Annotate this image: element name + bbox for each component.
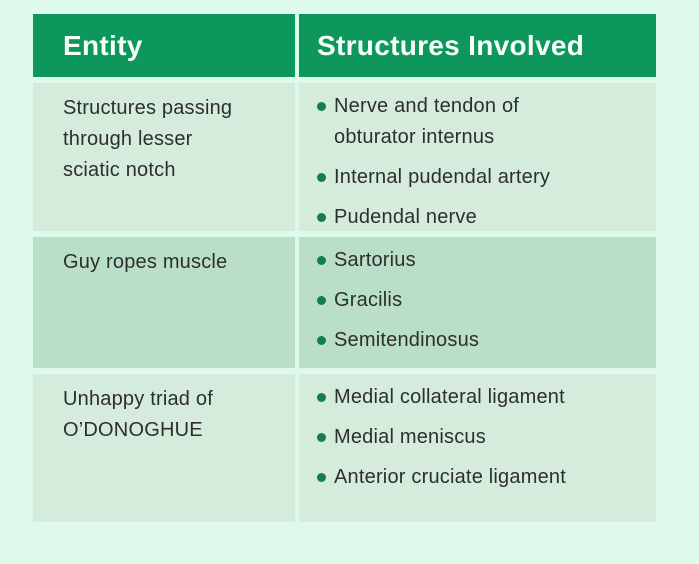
- bullet-icon: [317, 336, 326, 345]
- list-item: Semitendinosus: [317, 325, 646, 356]
- list-item-label: Sartorius: [334, 249, 416, 271]
- list-item: Pudendal nerve: [317, 202, 646, 233]
- list-item-label: Anterior cruciate ligament: [334, 466, 566, 488]
- bullet-icon: [317, 473, 326, 482]
- table-row-2-entity-cell: Guy ropes muscle: [33, 237, 295, 368]
- list-item-label: Internal pudendal artery: [334, 166, 551, 188]
- list-item-label: Gracilis: [334, 289, 403, 311]
- list-item-label: Pudendal nerve: [334, 206, 477, 228]
- column-header-entity: Entity: [33, 14, 295, 77]
- table-row-3-structures-cell: Medial collateral ligament Medial menisc…: [299, 374, 656, 522]
- list-item-label: Nerve and tendon of obturator internus: [334, 95, 520, 148]
- bullet-icon: [317, 296, 326, 305]
- table-row-2-structures-cell: Sartorius Gracilis Semitendinosus: [299, 237, 656, 368]
- bullet-icon: [317, 213, 326, 222]
- bullet-icon: [317, 393, 326, 402]
- list-item-label: Medial collateral ligament: [334, 386, 565, 408]
- reference-table: Entity Structures Involved Structures pa…: [33, 14, 656, 522]
- list-item: Medial collateral ligament: [317, 382, 646, 413]
- table-row-1-structures-cell: Nerve and tendon of obturator internus I…: [299, 83, 656, 231]
- table-row-1-entity-cell: Structures passing through lesser sciati…: [33, 83, 295, 231]
- table-row-3-entity-cell: Unhappy triad of O’DONOGHUE: [33, 374, 295, 522]
- column-header-label: Structures Involved: [317, 29, 585, 61]
- column-header-label: Entity: [63, 29, 143, 61]
- bullet-icon: [317, 173, 326, 182]
- list-item: Anterior cruciate ligament: [317, 462, 646, 493]
- bullet-icon: [317, 433, 326, 442]
- list-item: Nerve and tendon of obturator internus: [317, 91, 646, 153]
- list-item-label: Medial meniscus: [334, 426, 486, 448]
- list-item: Sartorius: [317, 245, 646, 276]
- list-item: Internal pudendal artery: [317, 162, 646, 193]
- list-item: Medial meniscus: [317, 422, 646, 453]
- list-item-label: Semitendinosus: [334, 329, 480, 351]
- bullet-icon: [317, 102, 326, 111]
- column-header-structures: Structures Involved: [299, 14, 656, 77]
- list-item: Gracilis: [317, 285, 646, 316]
- bullet-icon: [317, 256, 326, 265]
